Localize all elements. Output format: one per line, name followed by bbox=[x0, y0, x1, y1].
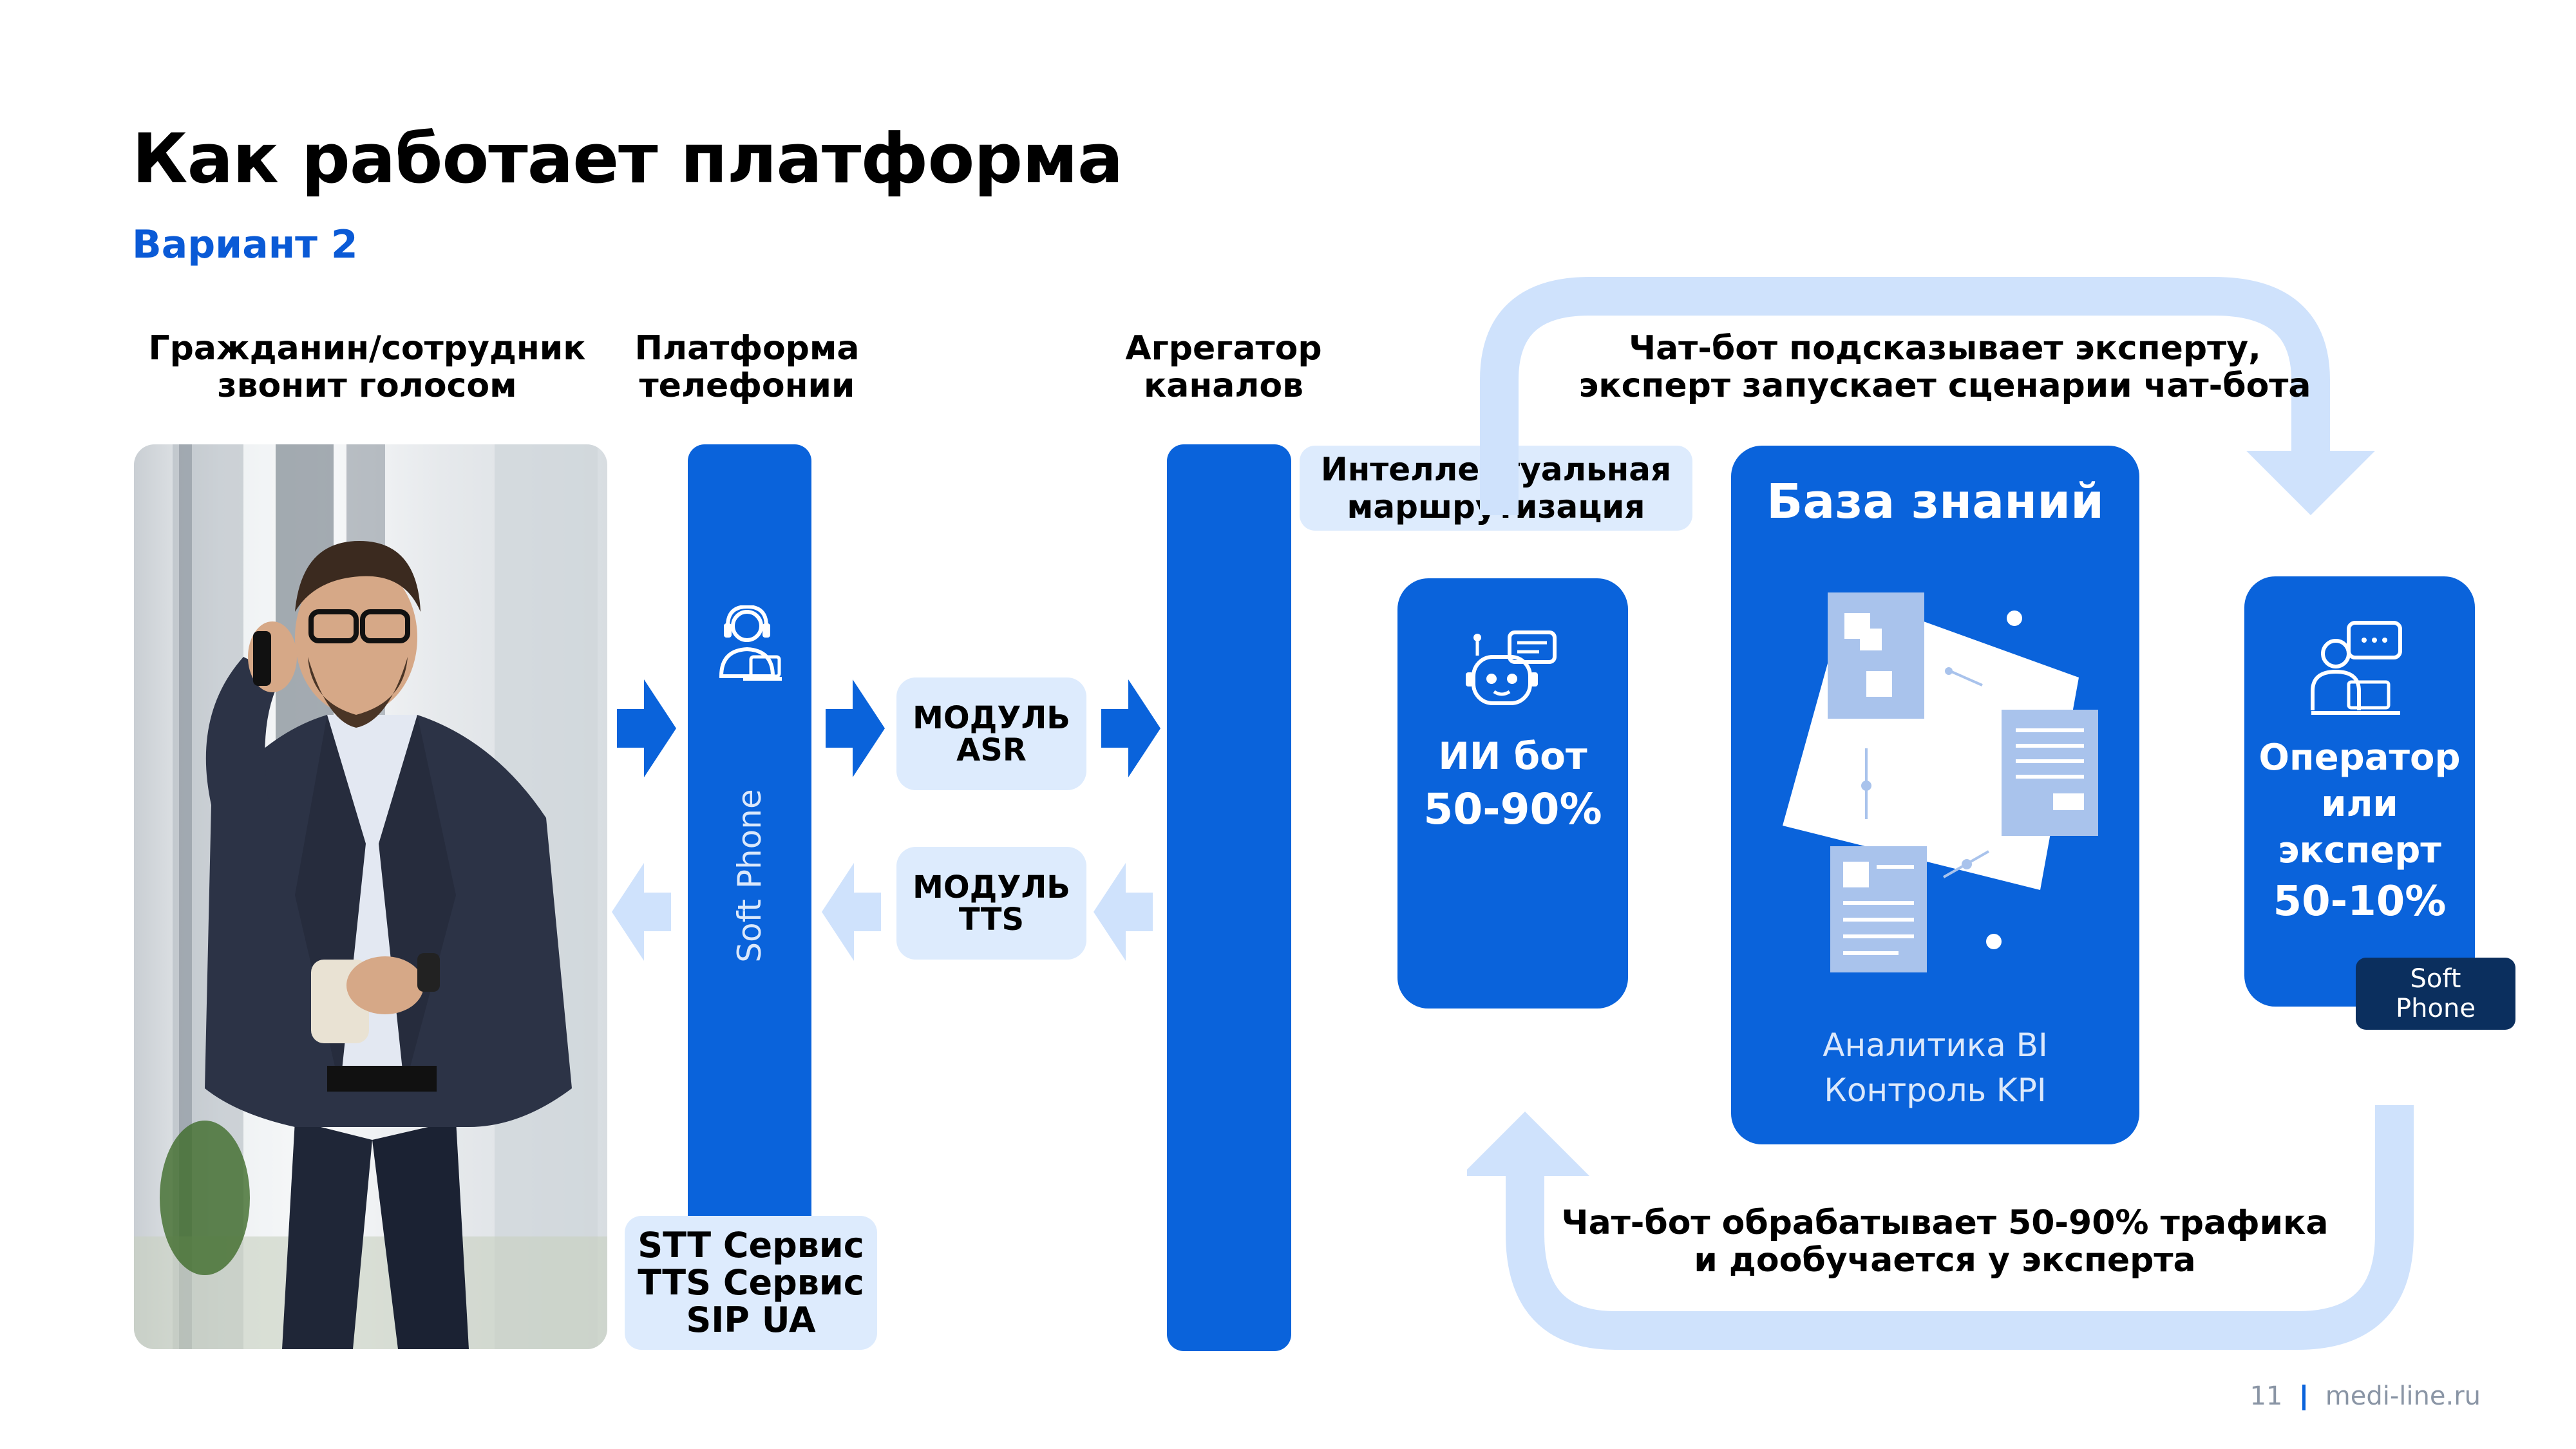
page-title: Как работает платформа bbox=[132, 119, 1123, 198]
footer-divider bbox=[2302, 1385, 2306, 1410]
arrow-left-icon bbox=[1094, 863, 1153, 961]
sip-ua-label: SIP UA bbox=[686, 1300, 816, 1340]
loop-bottom-arrow bbox=[1467, 1105, 2414, 1350]
arrow-left-icon bbox=[822, 863, 881, 961]
page-number: 11 bbox=[2249, 1381, 2283, 1411]
telephony-services: STT Сервис TTS Сервис SIP UA bbox=[625, 1216, 877, 1350]
tts-service-label: TTS Сервис bbox=[638, 1262, 864, 1303]
telephony-heading: Платформа телефонии bbox=[634, 329, 860, 405]
knowledge-base-footer: Аналитика BI Контроль KPI bbox=[1731, 1023, 2139, 1113]
page-footer: 11 medi-line.ru bbox=[2249, 1381, 2481, 1411]
caller-photo bbox=[134, 444, 607, 1349]
knowledge-base-title: База знаний bbox=[1766, 474, 2104, 529]
arrow-right-icon bbox=[826, 679, 885, 777]
loop-top-arrow bbox=[1480, 277, 2375, 515]
arrow-right-icon bbox=[617, 679, 676, 777]
analytics-bi-label: Аналитика BI bbox=[1823, 1027, 2048, 1064]
loop-bottom-caption: Чат-бот обрабатывает 50-90% трафика и до… bbox=[1561, 1204, 2329, 1280]
stt-service-label: STT Сервис bbox=[638, 1225, 864, 1265]
caller-illustration bbox=[134, 444, 607, 1349]
aggregator-bar bbox=[1167, 444, 1291, 1351]
ai-bot-card: ИИ бот 50-90% bbox=[1397, 578, 1628, 1009]
operator-share: 50-10% bbox=[2273, 878, 2447, 925]
aggregator-heading: Агрегатор каналов bbox=[1125, 329, 1322, 405]
asr-module: МОДУЛЬ ASR bbox=[896, 677, 1086, 790]
telephony-bar: Soft Phone bbox=[688, 444, 811, 1301]
operator-label: Оператор или эксперт bbox=[2259, 737, 2461, 871]
soft-phone-badge: Soft Phone bbox=[2356, 958, 2515, 1030]
operator-headset-icon bbox=[719, 605, 782, 681]
site-link[interactable]: medi-line.ru bbox=[2325, 1381, 2481, 1411]
robot-chat-icon bbox=[1466, 630, 1557, 705]
operator-card: Оператор или эксперт 50-10% bbox=[2244, 576, 2475, 1007]
loop-top-caption: Чат-бот подсказывает эксперту, эксперт з… bbox=[1578, 329, 2311, 405]
knowledge-base-card: База знаний Аналитика BI Контроль KPI bbox=[1731, 446, 2139, 1144]
arrow-left-icon bbox=[612, 863, 671, 961]
expert-computer-icon bbox=[2311, 621, 2402, 715]
soft-phone-vertical-label: Soft Phone bbox=[731, 789, 768, 963]
tts-module: МОДУЛЬ TTS bbox=[896, 847, 1086, 960]
ai-bot-share: 50-90% bbox=[1423, 784, 1602, 834]
citizen-heading: Гражданин/сотрудник звонит голосом bbox=[148, 329, 586, 405]
arrow-right-icon bbox=[1101, 679, 1160, 777]
kpi-control-label: Контроль KPI bbox=[1824, 1072, 2047, 1109]
ai-bot-label: ИИ бот bbox=[1438, 734, 1587, 778]
knowledge-documents-illustration bbox=[1783, 592, 2098, 972]
page-subtitle: Вариант 2 bbox=[132, 222, 358, 267]
